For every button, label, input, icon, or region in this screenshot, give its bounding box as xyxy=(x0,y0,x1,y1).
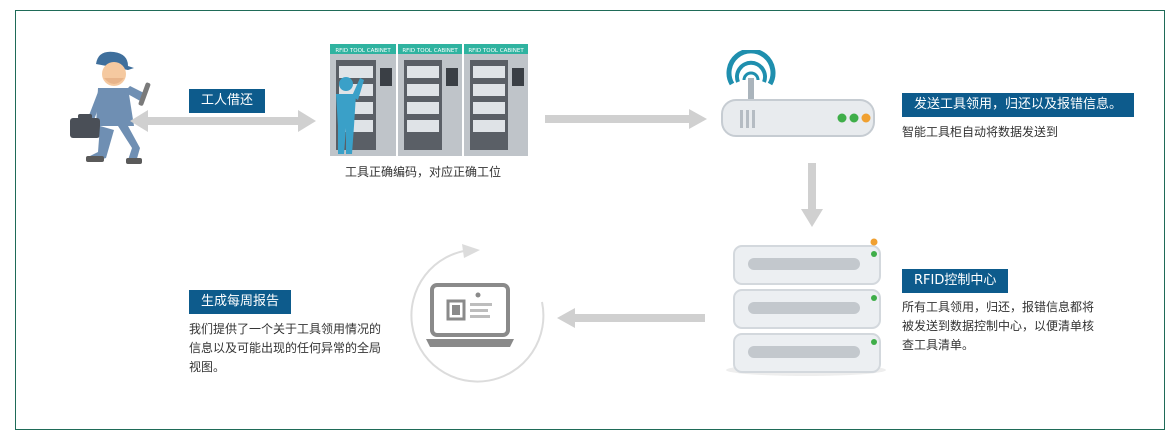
double-arrow xyxy=(130,110,316,132)
arrow-to-server xyxy=(801,163,823,227)
caption-report-line-2: 信息以及可能出现的任何异常的全局 xyxy=(189,341,382,355)
laptop-icon xyxy=(426,283,518,351)
tool-cabinet-icon: RFID TOOL CABINET RFID TOOL CABINET RFID… xyxy=(330,44,530,156)
caption-server-line-3: 查工具清单。 xyxy=(902,338,975,352)
cabinet-header-3: RFID TOOL CABINET xyxy=(468,48,524,54)
caption-server-line-2: 被发送到数据控制中心，以便清单核 xyxy=(902,319,1095,333)
caption-report-line-3: 视图。 xyxy=(189,360,226,374)
caption-server-line-1: 所有工具领用，归还，报错信息都将 xyxy=(902,300,1095,314)
server-icon xyxy=(720,234,894,378)
label-send-info: 发送工具领用，归还以及报错信息。 xyxy=(902,93,1135,117)
label-weekly-report: 生成每周报告 xyxy=(189,290,292,314)
wireless-router-icon xyxy=(718,50,878,142)
worker-icon xyxy=(60,44,160,166)
refresh-cycle-icon xyxy=(400,232,560,392)
caption-report: 我们提供了一个关于工具领用情况的 信息以及可能出现的任何异常的全局 视图。 xyxy=(189,320,381,377)
arrow-to-router xyxy=(545,109,707,129)
caption-cabinet: 工具正确编码，对应正确工位 xyxy=(345,165,502,179)
label-control-center: RFID控制中心 xyxy=(902,269,1009,293)
caption-server: 所有工具领用，归还，报错信息都将 被发送到数据控制中心，以便清单核 查工具清单。 xyxy=(902,298,1094,355)
cabinet-header-1: RFID TOOL CABINET xyxy=(335,48,391,54)
label-borrow-return: 工人借还 xyxy=(189,89,266,113)
cabinet-header-2: RFID TOOL CABINET xyxy=(402,48,458,54)
caption-report-line-1: 我们提供了一个关于工具领用情况的 xyxy=(189,322,382,336)
diagram-frame xyxy=(15,10,1165,430)
caption-router: 智能工具柜自动将数据发送到 xyxy=(902,125,1059,139)
arrow-to-report xyxy=(557,308,705,328)
